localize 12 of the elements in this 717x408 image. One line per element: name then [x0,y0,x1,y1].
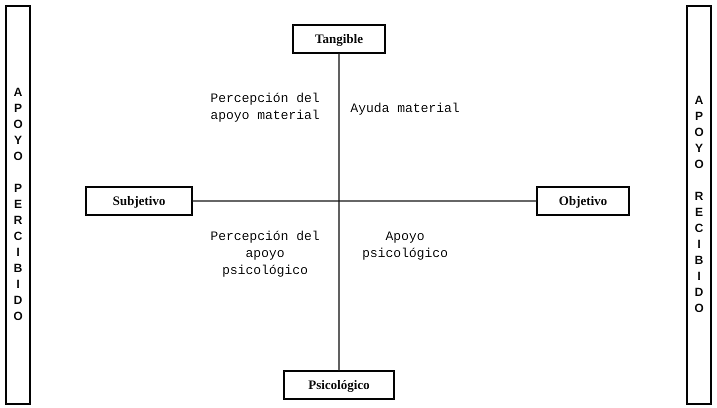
quadrant-label: Ayuda material [350,100,460,117]
category-box: Objetivo [536,186,630,216]
axis-line [338,54,340,370]
category-box: Psicológico [283,370,395,400]
axis-line [193,200,536,202]
quadrant-label: Percepción del apoyo material [209,90,321,124]
category-box: Subjetivo [85,186,193,216]
vertical-label-box: APOYO RECIBIDO [686,5,712,405]
vertical-label-box: APOYO PERCIBIDO [5,5,31,405]
quadrant-label: Apoyo psicológico [361,228,449,262]
category-box: Tangible [292,24,386,54]
quadrant-label: Percepción del apoyo psicológico [209,228,321,279]
